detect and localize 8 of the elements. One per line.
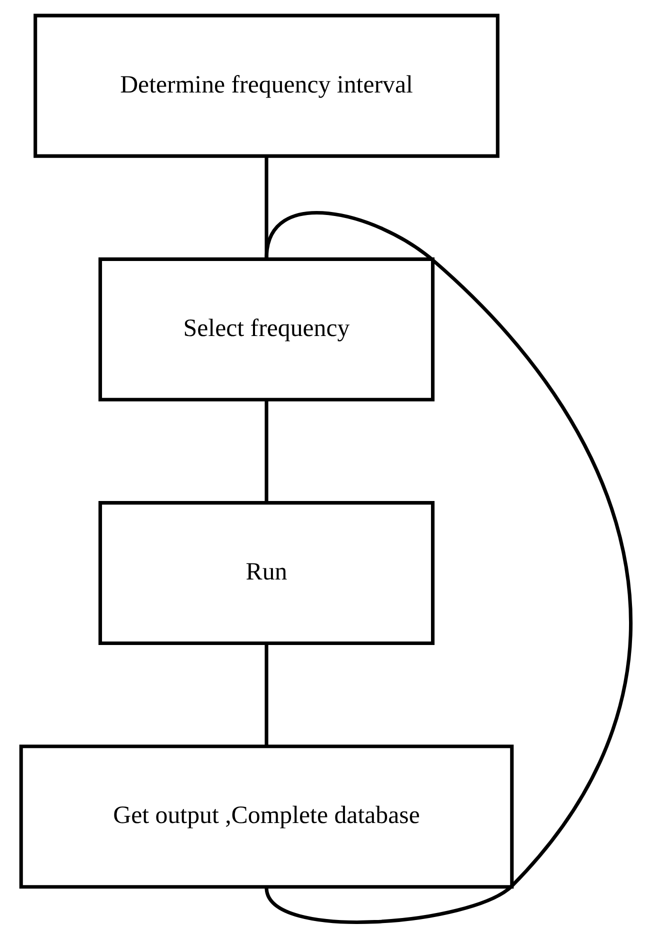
node-box: Run <box>98 501 434 646</box>
connector <box>264 211 632 924</box>
connector <box>264 156 268 259</box>
node-box: Determine frequency interval <box>33 14 499 158</box>
node-box: Select frequency <box>98 257 434 402</box>
node-box: Get output ,Complete database <box>18 744 514 889</box>
connector <box>264 400 268 502</box>
connector <box>264 644 268 746</box>
